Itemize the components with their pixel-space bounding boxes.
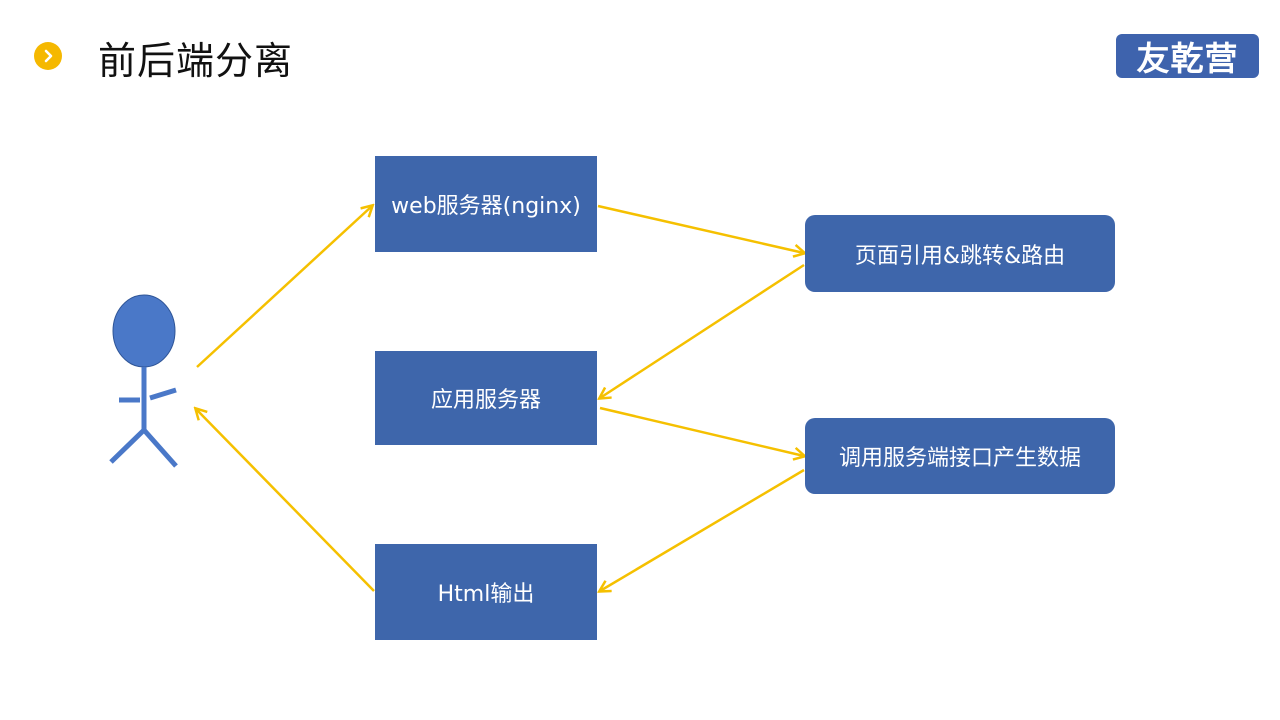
page-title: 前后端分离 bbox=[98, 39, 294, 83]
arrow-html-to-user bbox=[196, 409, 375, 592]
node-html-output: Html输出 bbox=[375, 544, 597, 640]
arrow-api-to-html bbox=[600, 468, 805, 591]
node-page-routing: 页面引用&跳转&路由 bbox=[805, 215, 1115, 292]
arrow-web-to-routing bbox=[597, 204, 804, 253]
node-web-server: web服务器(nginx) bbox=[375, 156, 597, 252]
arrow-app-to-api bbox=[599, 406, 804, 456]
node-app-server: 应用服务器 bbox=[375, 351, 597, 445]
node-call-api: 调用服务端接口产生数据 bbox=[805, 418, 1115, 494]
user-figure-icon bbox=[109, 294, 178, 468]
chevron-right-icon bbox=[34, 42, 62, 70]
arrow-user-to-web bbox=[196, 206, 372, 368]
brand-logo: 友乾营 bbox=[1116, 34, 1259, 78]
arrow-routing-to-app bbox=[600, 263, 805, 398]
